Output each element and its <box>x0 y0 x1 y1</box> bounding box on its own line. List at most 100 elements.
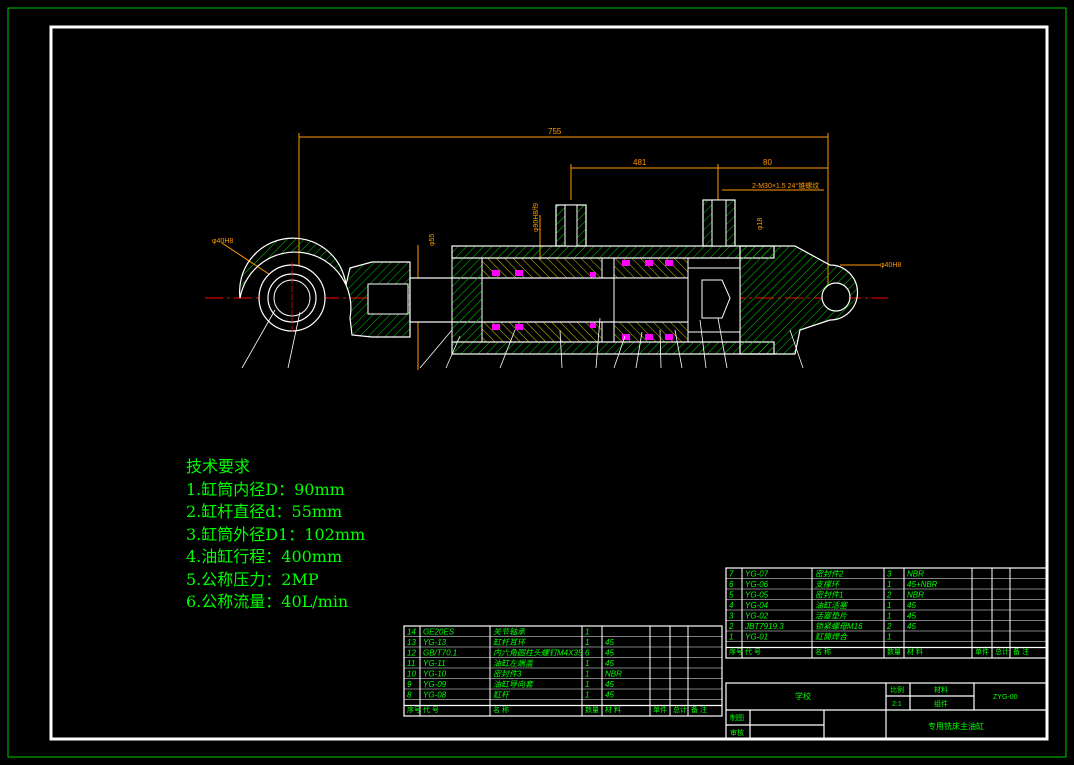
bom-cell-code: YG-02 <box>745 612 769 621</box>
bom-cell-mat: 45 <box>605 638 614 647</box>
bom-header-w1: 单件 <box>653 705 667 714</box>
bom-cell-name: 关节轴承 <box>493 628 526 637</box>
dim-overall: 755 <box>548 127 562 136</box>
rod-eye <box>239 237 411 338</box>
bom-cell-mat: 45 <box>605 659 614 668</box>
bom-cell-code: YG-07 <box>745 570 769 579</box>
bom-cell-name: 油缸导向套 <box>493 680 534 689</box>
dim-481: 481 <box>633 158 647 167</box>
bom-header-mat: 材 料 <box>605 705 621 714</box>
bom-header-w2: 总计 <box>673 705 687 714</box>
scale-label: 比例 <box>890 685 904 694</box>
bom-header-qty: 数量 <box>887 647 901 656</box>
bom-header-code: 代 号 <box>745 647 761 656</box>
bom-cell-name: 密封件1 <box>815 591 843 600</box>
bom-cell-qty: 1 <box>585 628 589 637</box>
bom-cell-no: 3 <box>729 612 734 621</box>
tech-item: 4.油缸行程：400mm <box>186 547 343 566</box>
bom-header-qty: 数量 <box>585 705 599 714</box>
school-name: 学校 <box>795 691 811 701</box>
material-label: 材料 <box>934 685 948 694</box>
tech-title: 技术要求 <box>186 457 251 476</box>
title-block <box>725 682 1048 740</box>
bom-header-no: 序号 <box>729 647 743 656</box>
tech-item: 2.缸杆直径d：55mm <box>186 502 343 521</box>
bom-cell-code: YG-06 <box>745 580 769 589</box>
bom-cell-code: YG-10 <box>423 670 447 679</box>
bom-cell-name: 缸筒焊合 <box>815 633 848 642</box>
bom-cell-no: 5 <box>729 591 734 600</box>
bom-cell-mat: 45 <box>605 649 614 658</box>
assembly-label: 组件 <box>934 699 948 708</box>
bom-header-w2: 总计 <box>995 647 1009 656</box>
bom-cell-code: GB/T70.1 <box>423 649 457 658</box>
bom-cell-mat: 45 <box>907 622 916 631</box>
leader-lines <box>241 309 804 369</box>
bom-cell-qty: 1 <box>887 633 891 642</box>
bom-cell-name: 缸杆 <box>493 691 511 700</box>
bom-cell-mat: NBR <box>907 570 924 579</box>
bom-cell-qty: 2 <box>886 591 892 600</box>
tech-item: 5.公称压力：2MP <box>186 569 319 589</box>
tech-item: 1.缸筒内径D：90mm <box>186 479 345 499</box>
bom-cell-qty: 3 <box>887 570 892 579</box>
bom-cell-no: 7 <box>729 570 734 579</box>
dim-port-dia: φ18 <box>757 218 764 230</box>
bom-cell-no: 13 <box>407 638 416 647</box>
bom-header-no: 序号 <box>407 705 421 714</box>
bom-cell-qty: 1 <box>887 612 891 621</box>
bom-cell-code: YG-11 <box>423 659 446 668</box>
dim-eye-right: φ40H8 <box>880 262 901 269</box>
bom-cell-no: 1 <box>729 633 733 642</box>
bom-cell-code: JBT7919.3 <box>744 622 784 631</box>
bom-header-code: 代 号 <box>423 705 439 714</box>
bom-cell-code: YG-01 <box>745 633 768 642</box>
bom-header-name: 名 称 <box>493 705 509 714</box>
bom-cell-name: 支撑环 <box>815 580 841 589</box>
bom-cell-code: YG-13 <box>423 638 447 647</box>
bom-header-mat: 材 料 <box>907 647 923 656</box>
bom-cell-qty: 1 <box>585 659 589 668</box>
dim-80: 80 <box>763 158 772 167</box>
drawing-title: 专用铣床主油缸 <box>928 721 984 731</box>
outer-frame <box>7 7 1067 758</box>
bom-cell-no: 6 <box>729 580 734 589</box>
bom-cell-name: 油缸活塞 <box>815 601 848 610</box>
bom-frame <box>403 625 723 717</box>
bom-frame <box>725 567 1048 659</box>
inner-frame <box>49 25 1049 741</box>
bom-cell-qty: 6 <box>585 649 590 658</box>
dim-eye-left: φ40H8 <box>212 238 233 245</box>
tech-item: 6.公称流量：40L/min <box>186 592 349 611</box>
bom-cell-mat: 45 <box>907 612 916 621</box>
bom-cell-code: YG-05 <box>745 591 769 600</box>
scale-value: 2:1 <box>892 701 902 708</box>
bom-cell-qty: 1 <box>585 670 589 679</box>
checked-label: 审核 <box>730 728 744 737</box>
bom-cell-mat: NBR <box>907 591 924 600</box>
bom-cell-no: 8 <box>407 691 412 700</box>
bom-cell-code: YG-08 <box>423 691 447 700</box>
bom-header-remark: 备 注 <box>1013 647 1029 656</box>
drawn-label: 制图 <box>730 713 744 722</box>
bom-header-remark: 备 注 <box>691 705 707 714</box>
bom-cell-name: 锁紧螺母M16 <box>815 622 863 631</box>
bom-cell-no: 2 <box>728 622 734 631</box>
dim-port-thread: 2-M30×1.5 24°锥螺纹 <box>752 181 819 190</box>
bom-cell-mat: 45 <box>605 680 614 689</box>
drawing-number: ZYG-00 <box>993 694 1018 701</box>
bom-cell-name: 油缸左端盖 <box>493 659 534 668</box>
bom-cell-code: YG-09 <box>423 680 447 689</box>
bom-header-name: 名 称 <box>815 647 831 656</box>
cylinder-body <box>451 199 859 355</box>
bom-cell-no: 12 <box>407 649 416 658</box>
bom-cell-qty: 1 <box>585 638 589 647</box>
tech-item: 3.缸筒外径D1：102mm <box>186 524 366 544</box>
bom-cell-mat: 45 <box>907 601 916 610</box>
bom-cell-name: 密封件2 <box>815 570 844 579</box>
bom-header-w1: 单件 <box>975 647 989 656</box>
bom-cell-no: 9 <box>407 680 412 689</box>
bom-cell-name: 活塞垫片 <box>815 612 848 621</box>
